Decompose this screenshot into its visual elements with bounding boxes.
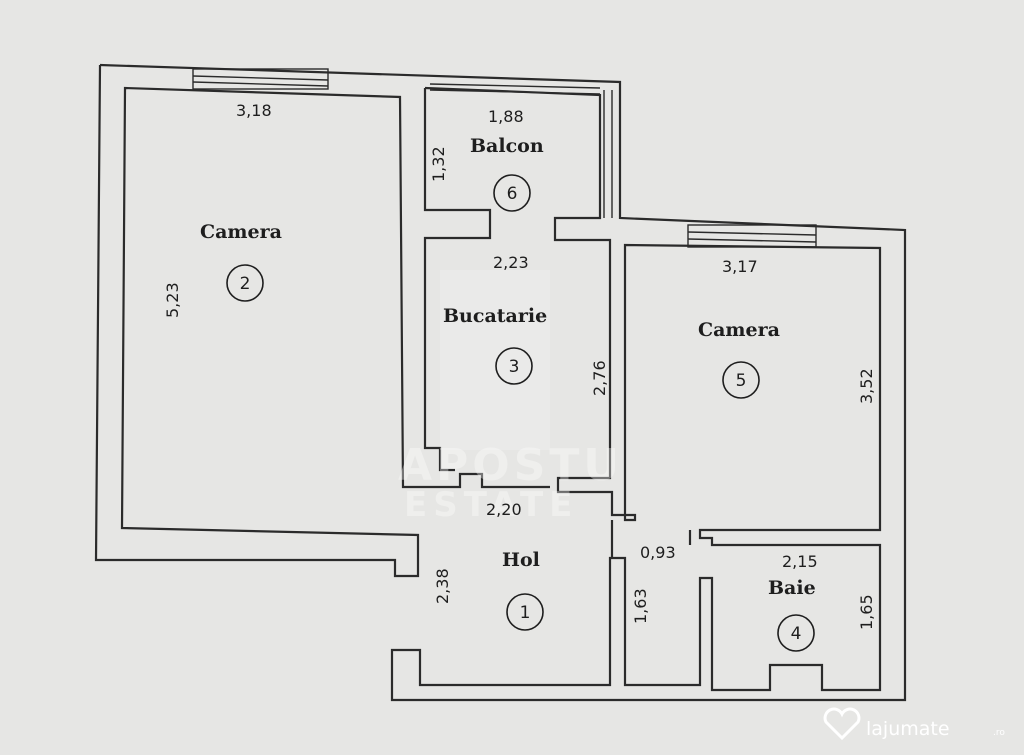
room-number-circle [722, 361, 760, 399]
room-label: Baie [768, 577, 816, 599]
brand-suffix: .ro [993, 728, 1005, 738]
dimension-passage: 0,93 [640, 543, 676, 562]
dimension-width: 1,88 [488, 107, 524, 126]
heart-logo-icon [823, 707, 861, 741]
room-number: 6 [507, 184, 518, 204]
room-camera-5: Camera 5 3,17 3,52 [698, 257, 876, 404]
dimension-width: 3,18 [236, 101, 272, 120]
dimension-side: 1,63 [631, 588, 650, 624]
brand-name: lajumate [866, 718, 950, 740]
outer-walls [94, 63, 907, 702]
watermark-line1: APOSTU [398, 440, 623, 491]
room-balcon-6: Balcon 6 1,88 1,32 [429, 107, 544, 212]
room-number-circle [493, 174, 531, 212]
watermark-line2: ESTATE [404, 485, 578, 525]
watermark: APOSTU ESTATE [398, 270, 623, 525]
dimension-length: 1,65 [857, 594, 876, 630]
dimension-length: 2,38 [433, 568, 452, 604]
dimension-width: 3,17 [722, 257, 758, 276]
room-number-circle [495, 347, 533, 385]
windows [192, 68, 817, 248]
room-number: 3 [509, 357, 520, 377]
dimension-width: 2,20 [486, 500, 522, 519]
room-label: Balcon [470, 135, 544, 157]
room-label: Camera [698, 319, 780, 341]
room-bucatarie-3: Bucatarie 3 2,23 2,76 [443, 253, 609, 396]
room-label: Bucatarie [443, 305, 547, 327]
partitions [610, 520, 692, 558]
room-hol-1: Hol 1 2,20 2,38 1,63 0,93 [433, 500, 676, 631]
room-number: 4 [791, 624, 802, 644]
brand-logo: lajumate .ro [823, 707, 1005, 741]
dimension-length: 3,52 [857, 368, 876, 404]
room-number: 1 [520, 603, 531, 623]
dimension-width: 2,23 [493, 253, 529, 272]
room-label: Hol [502, 549, 540, 571]
room-number-circle [226, 264, 264, 302]
room-camera-2: Camera 2 3,18 5,23 [163, 101, 282, 318]
dimension-length: 1,32 [429, 146, 448, 182]
room-number: 5 [736, 371, 747, 391]
dimension-width: 2,15 [782, 552, 818, 571]
room-number-circle [506, 593, 544, 631]
room-baie-4: Baie 4 2,15 1,65 [768, 552, 876, 652]
dimension-length: 2,76 [590, 360, 609, 396]
room-number-circle [777, 614, 815, 652]
dimension-length: 5,23 [163, 282, 182, 318]
room-number: 2 [240, 274, 251, 294]
room-label: Camera [200, 221, 282, 243]
